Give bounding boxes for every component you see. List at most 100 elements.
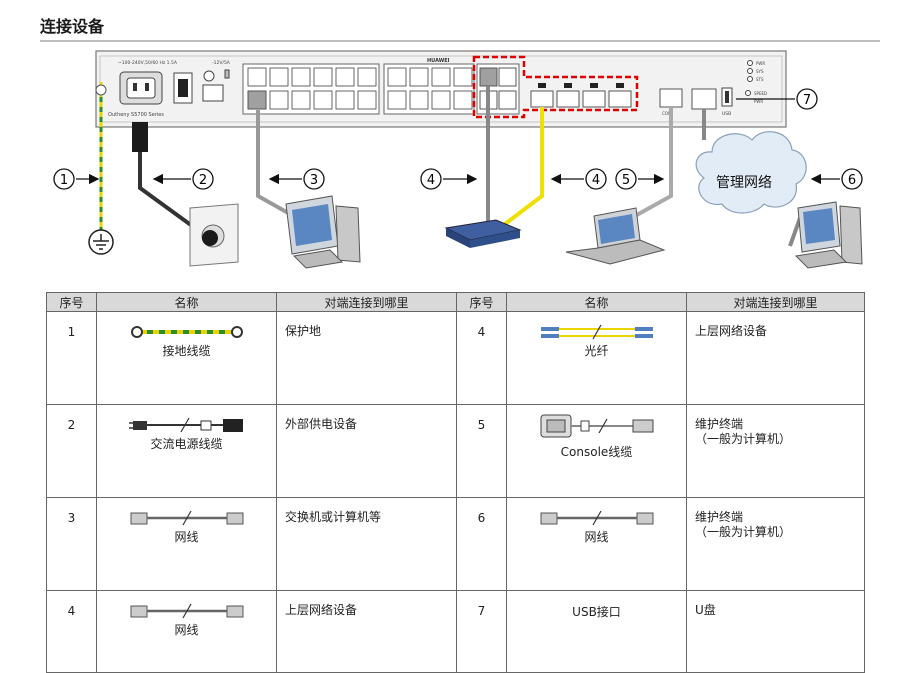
header-name: 名称: [506, 292, 687, 312]
console-cable-icon: [540, 414, 653, 438]
console-cable: [623, 107, 673, 224]
highlight-box: [472, 55, 639, 119]
name-cell: 网线: [96, 497, 277, 591]
table-row: 2 交流电源线缆 外部供电设备 5: [46, 404, 865, 498]
model-label: Outheny S5700 Series: [108, 112, 164, 118]
led-label-sts: STS: [756, 77, 764, 82]
computer-icon: [285, 195, 361, 269]
callout-1: 1: [53, 168, 100, 190]
cloud-label: 管理网络: [716, 175, 772, 191]
peer-cell: 保护地: [276, 311, 457, 405]
seq-cell: 4: [46, 590, 97, 673]
name-label: Console线缆: [560, 445, 633, 459]
pwr-label: PWR: [754, 99, 763, 104]
name-cell: 网线: [506, 497, 687, 591]
peer-cell: 外部供电设备: [276, 404, 457, 498]
name-label: 网线: [584, 530, 609, 544]
name-cell: 接地线缆: [96, 311, 277, 405]
table-header-row: 序号 名称 对端连接到哪里 序号 名称 对端连接到哪里: [46, 292, 865, 312]
seq-cell: 4: [456, 311, 507, 405]
laptop-icon: [565, 207, 666, 265]
fiber-icon: [540, 324, 653, 340]
table-row: 3 网线 交换机或计算机等 6 网线: [46, 497, 865, 591]
header-seq: 序号: [456, 292, 507, 312]
dc-input: [202, 69, 230, 102]
svg-text:6: 6: [848, 173, 856, 188]
seq-cell: 7: [456, 590, 507, 673]
name-cell: 交流电源线缆: [96, 404, 277, 498]
power-inlet: [119, 71, 163, 105]
callout-2: 2: [152, 168, 214, 190]
usb-port: USB: [721, 87, 733, 117]
network-cable-icon: [540, 510, 653, 526]
power-switch: [173, 72, 193, 104]
led-label-pwr: PWR: [756, 61, 765, 66]
header-seq: 序号: [46, 292, 97, 312]
name-label: USB接口: [572, 605, 621, 619]
router-icon: [444, 219, 522, 248]
ground-icon: [88, 229, 114, 255]
peer-cell: 上层网络设备: [686, 311, 865, 405]
name-cell: USB接口: [506, 590, 687, 673]
svg-text:7: 7: [803, 93, 811, 108]
speed-label: SPEED: [754, 91, 767, 96]
table-row: 1 接地线缆 保护地 4 光纤: [46, 311, 865, 405]
network-cable-3: [256, 110, 291, 216]
connection-diagram: ~100-240V,50/60 Hz 1.5A -12V/5A HUAWEI O…: [53, 50, 863, 269]
connection-table: 序号 名称 对端连接到哪里 序号 名称 对端连接到哪里 1 接地线缆 保护地 4: [46, 292, 865, 673]
network-cable-icon: [130, 510, 243, 526]
svg-text:1: 1: [60, 173, 68, 188]
callout-4-left: 4: [420, 168, 478, 190]
ethernet-ports-middle: [383, 63, 475, 115]
dc-rating-label: -12V/5A: [212, 60, 231, 66]
ethernet-ports-left: [242, 63, 380, 115]
uplink-ethernet-ports: [476, 63, 520, 115]
seq-cell: 1: [46, 311, 97, 405]
con-label: CON: [662, 111, 671, 116]
ac-power-cable-icon: [128, 417, 243, 433]
usb-label: USB: [722, 111, 731, 117]
peer-cell: 交换机或计算机等: [276, 497, 457, 591]
name-label: 接地线缆: [162, 344, 211, 358]
console-port: CON: [659, 88, 683, 116]
sfp-ports: [530, 83, 632, 108]
name-label: 网线: [174, 623, 199, 637]
name-cell: 光纤: [506, 311, 687, 405]
cloud-icon: [695, 131, 807, 214]
table-row: 4 网线 上层网络设备 7 USB接口 U盘: [46, 590, 865, 673]
seq-cell: 5: [456, 404, 507, 498]
peer-cell: 维护终端 （一般为计算机）: [686, 404, 865, 498]
seq-cell: 6: [456, 497, 507, 591]
network-cable-6-bottom: [788, 217, 802, 247]
header-peer: 对端连接到哪里: [686, 292, 865, 312]
svg-text:4: 4: [427, 173, 435, 188]
page-title: 连接设备: [40, 17, 105, 36]
callout-7: 7: [736, 88, 818, 110]
svg-text:5: 5: [622, 173, 630, 188]
callout-4-right: 4: [550, 168, 607, 190]
name-label: 光纤: [584, 344, 609, 358]
power-rating-label: ~100-240V,50/60 Hz 1.5A: [118, 60, 178, 66]
mgmt-port: [691, 88, 717, 110]
title-divider: [40, 40, 880, 42]
name-cell: Console线缆: [506, 404, 687, 498]
network-cable-icon: [130, 603, 243, 619]
power-plug: [132, 122, 148, 152]
seq-cell: 2: [46, 404, 97, 498]
fiber-cable: [503, 107, 544, 226]
power-socket-icon: [189, 203, 239, 267]
header-peer: 对端连接到哪里: [276, 292, 457, 312]
peer-cell: U盘: [686, 590, 865, 673]
name-label: 交流电源线缆: [150, 437, 223, 451]
brand-label: HUAWEI: [427, 58, 450, 64]
computer-icon: [794, 201, 863, 269]
svg-text:3: 3: [310, 173, 318, 188]
ac-power-cable: [138, 150, 197, 230]
callout-5: 5: [615, 168, 665, 190]
header-name: 名称: [96, 292, 277, 312]
callout-6: 6: [810, 168, 863, 190]
status-leds: PWR SYS STS SPEED PWR: [745, 60, 767, 104]
svg-text:4: 4: [592, 173, 600, 188]
ground-cable-icon: [130, 326, 243, 338]
svg-text:2: 2: [199, 173, 207, 188]
